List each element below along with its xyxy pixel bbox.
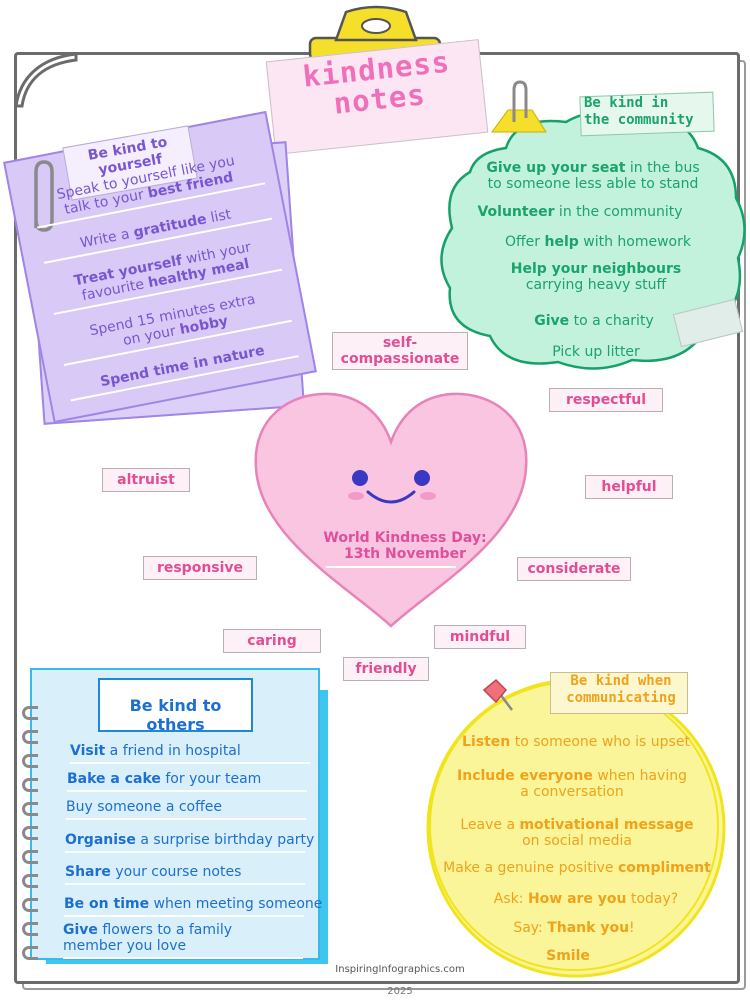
word-tag-helpful: helpful [585,475,673,499]
footer-year: 2025 [387,986,413,997]
paperclip-icon [34,160,54,232]
yourself-list: Speak to yourself like you talk to your … [30,147,301,416]
word-tag-respectful: respectful [549,388,663,412]
spiral-ring [22,706,38,720]
list-item: Pick up litter [552,344,640,360]
pushpin-icon [482,678,513,711]
smiley-face-icon [348,470,436,504]
word-tag-friendly: friendly [343,657,429,681]
list-item: Smile [546,948,590,964]
list-item: Make a genuine positive compliment [443,860,711,876]
list-item: Give flowers to a family member you love [63,922,323,959]
word-tag-responsive: responsive [143,556,257,580]
spiral-ring [22,922,38,936]
others-title-box [98,678,253,732]
list-item: Visit a friend in hospital [70,743,330,764]
list-item: Include everyone when having a conversat… [457,768,687,800]
list-item: Be on time when meeting someone [64,896,323,917]
spiral-ring [22,850,38,864]
list-item: Give up your seat in the bus to someone … [486,160,700,192]
word-tag-mindful: mindful [434,625,526,649]
word-tag-considerate: considerate [517,557,631,581]
list-item: Volunteer in the community [477,204,683,220]
list-item: Help your neighbours carrying heavy stuf… [510,261,682,293]
word-tag-altruist: altruist [102,468,190,492]
list-item: Give to a charity [534,313,654,329]
spiral-ring [22,730,38,744]
community-heading: Be kind in the community [584,95,694,128]
spiral-ring [22,802,38,816]
spiral-ring [22,754,38,768]
footer-site-credit: InspiringInfographics.com [335,964,465,975]
list-item: Leave a motivational message on social m… [460,817,694,849]
list-item: Bake a cake for your team [67,771,327,792]
list-item: Share your course notes [65,864,325,885]
list-item: Listen to someone who is upset [462,734,690,750]
word-tag-self-compassionate: self- compassionate [332,332,468,370]
list-item: Offer help with homework [505,234,691,250]
spiral-ring [22,826,38,840]
spiral-ring [22,778,38,792]
communicating-heading: Be kind when communicating [566,673,676,706]
heart-shape [254,392,528,628]
clipboard-clip-icon [308,5,442,62]
others-heading: Be kind to others [129,696,222,734]
list-item: Say: Thank you! [513,920,635,936]
paper-curl-corner [14,52,78,108]
paperclip-icon [491,80,547,133]
list-item: Organise a surprise birthday party [65,832,325,853]
word-tag-caring: caring [223,629,321,653]
list-item: Buy someone a coffee [66,799,326,820]
kindness-day-label: World Kindness Day: 13th November [323,530,487,562]
communicating-tag [550,672,688,714]
spiral-ring [22,874,38,888]
spiral-ring [22,898,38,912]
heart-underline [326,566,456,568]
list-item: Ask: How are you today? [493,891,679,907]
spiral-ring [22,946,38,960]
